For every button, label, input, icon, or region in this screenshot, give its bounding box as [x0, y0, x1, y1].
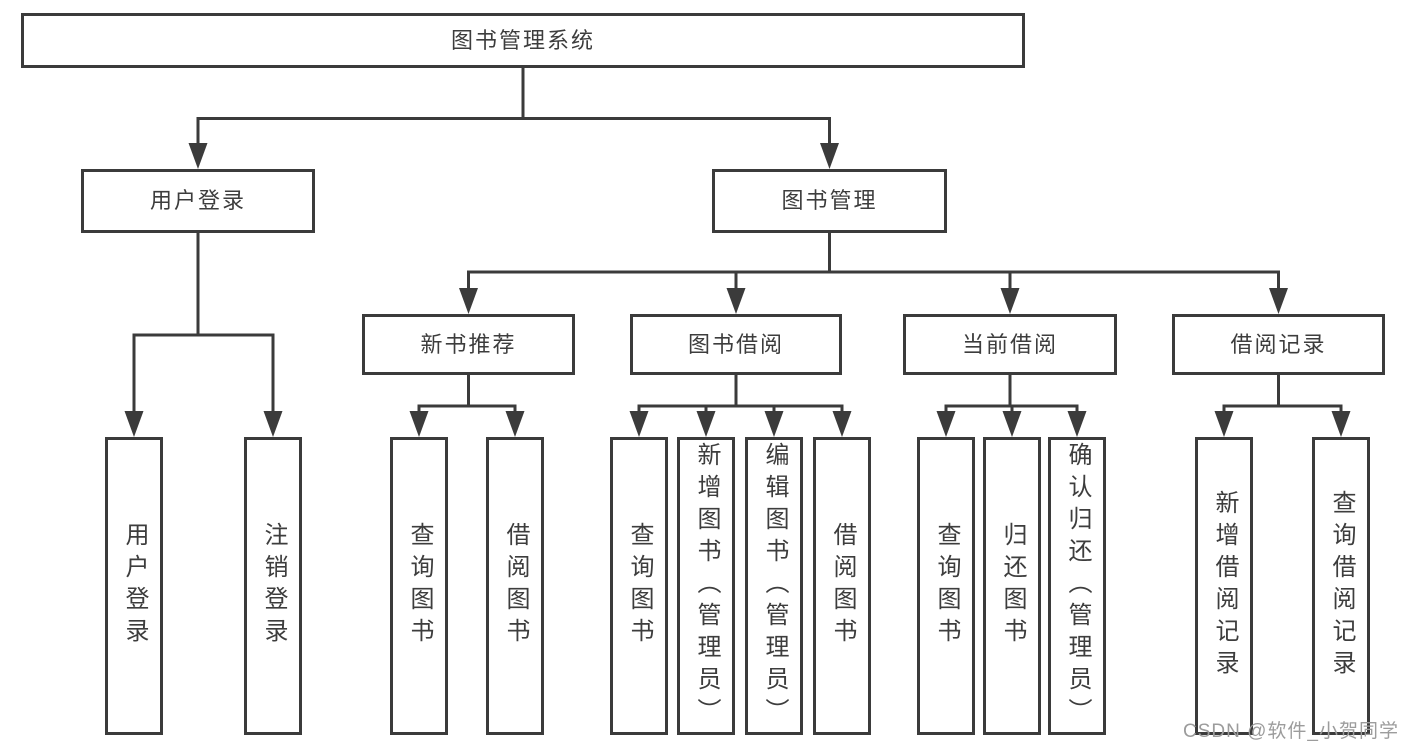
leaf-edit-book-admin-label: 编辑图书（管理员）: [761, 442, 788, 730]
leaf-query-books-borrowing-label: 查询图书: [626, 522, 653, 650]
node-user-login: 用户登录: [81, 169, 315, 233]
node-book-borrowing-label: 图书借阅: [687, 331, 784, 357]
leaf-add-book-admin-label: 新增图书（管理员）: [693, 442, 720, 730]
node-root: 图书管理系统: [21, 13, 1025, 68]
leaf-borrow-books-recommend-label: 借阅图书: [502, 522, 529, 650]
leaf-query-borrow-record-label: 查询借阅记录: [1328, 490, 1355, 682]
node-book-management-label: 图书管理: [781, 188, 878, 213]
leaf-query-books-current: 查询图书: [917, 437, 975, 735]
node-borrowing-records: 借阅记录: [1172, 314, 1385, 375]
node-new-book-recommend-label: 新书推荐: [420, 331, 517, 357]
leaf-query-books-current-label: 查询图书: [933, 522, 960, 650]
node-new-book-recommend: 新书推荐: [362, 314, 575, 375]
leaf-query-borrow-record: 查询借阅记录: [1312, 437, 1370, 735]
csdn-watermark: CSDN @软件_小贺同学: [1183, 721, 1399, 742]
node-current-borrowing-label: 当前借阅: [961, 331, 1058, 357]
leaf-borrow-books-recommend: 借阅图书: [486, 437, 544, 735]
leaf-edit-book-admin: 编辑图书（管理员）: [745, 437, 803, 735]
leaf-add-borrow-record: 新增借阅记录: [1195, 437, 1253, 735]
leaf-add-book-admin: 新增图书（管理员）: [677, 437, 735, 735]
leaf-add-borrow-record-label: 新增借阅记录: [1211, 490, 1238, 682]
leaf-logout: 注销登录: [244, 437, 302, 735]
node-current-borrowing: 当前借阅: [903, 314, 1117, 375]
node-borrowing-records-label: 借阅记录: [1230, 331, 1327, 357]
node-book-borrowing: 图书借阅: [630, 314, 842, 375]
node-book-management: 图书管理: [712, 169, 947, 233]
leaf-confirm-return-admin-label: 确认归还（管理员）: [1064, 442, 1091, 730]
leaf-return-book: 归还图书: [983, 437, 1041, 735]
leaf-borrow-books-borrowing: 借阅图书: [813, 437, 871, 735]
leaf-logout-label: 注销登录: [260, 522, 287, 650]
leaf-user-login-label: 用户登录: [121, 522, 148, 650]
leaf-user-login: 用户登录: [105, 437, 163, 735]
node-root-label: 图书管理系统: [450, 27, 595, 53]
leaf-return-book-label: 归还图书: [999, 522, 1026, 650]
leaf-borrow-books-borrowing-label: 借阅图书: [829, 522, 856, 650]
leaf-query-books-recommend: 查询图书: [390, 437, 448, 735]
leaf-query-books-recommend-label: 查询图书: [406, 522, 433, 650]
leaf-query-books-borrowing: 查询图书: [610, 437, 668, 735]
node-user-login-label: 用户登录: [149, 188, 246, 213]
leaf-confirm-return-admin: 确认归还（管理员）: [1048, 437, 1106, 735]
